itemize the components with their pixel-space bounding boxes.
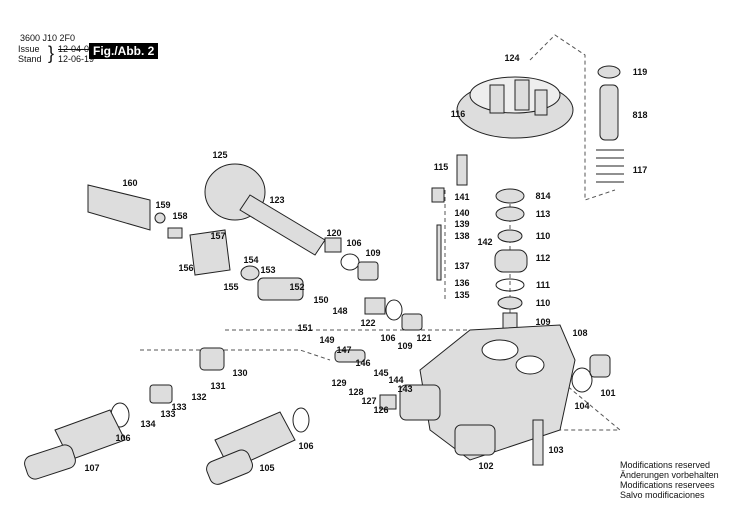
part-label: 818 xyxy=(632,110,647,120)
part-label: 128 xyxy=(348,387,363,397)
part-label: 154 xyxy=(243,255,258,265)
part-label: 127 xyxy=(361,396,376,406)
part-label: 155 xyxy=(223,282,238,292)
stand-date: 12-06-19 xyxy=(58,54,95,64)
part-label: 125 xyxy=(212,150,227,160)
part-label: 151 xyxy=(297,323,312,333)
note-line: Modifications reservees xyxy=(620,480,715,490)
part-label: 109 xyxy=(365,248,380,258)
part-label: 134 xyxy=(140,419,155,429)
part-label: 143 xyxy=(397,384,412,394)
part-label: 149 xyxy=(319,335,334,345)
modifications-notice: Modifications reserved Änderungen vorbeh… xyxy=(620,460,719,500)
part-label: 101 xyxy=(600,388,615,398)
part-label: 113 xyxy=(536,209,551,219)
drawing xyxy=(24,34,624,485)
part-label: 144 xyxy=(388,375,403,385)
part-label: 106 xyxy=(115,433,130,443)
part-label: 142 xyxy=(477,237,492,247)
part-label: 160 xyxy=(122,178,137,188)
part-label: 136 xyxy=(454,278,469,288)
part-label: 117 xyxy=(633,165,648,175)
part-label: 139 xyxy=(454,219,469,229)
part-label: 147 xyxy=(336,345,351,355)
part-label: 132 xyxy=(191,392,206,402)
brace: } xyxy=(48,43,55,63)
part-label: 133 xyxy=(160,409,175,419)
part-label: 140 xyxy=(454,208,469,218)
note-line: Salvo modificaciones xyxy=(620,490,705,500)
part-label: 138 xyxy=(454,231,469,241)
part-label: 141 xyxy=(454,192,469,202)
shaft xyxy=(239,194,326,256)
part-label: 159 xyxy=(155,200,170,210)
nozzle xyxy=(87,184,151,231)
figure-label: Fig./Abb. 2 xyxy=(89,43,159,59)
part-label: 146 xyxy=(355,358,370,368)
stand-label: Stand xyxy=(18,54,42,64)
part-label: 135 xyxy=(454,290,469,300)
part-label: 814 xyxy=(535,191,550,201)
part-label: 158 xyxy=(172,211,187,221)
issue-date: 12-04-05 xyxy=(58,44,95,54)
part-label: 130 xyxy=(232,368,247,378)
part-label: 106 xyxy=(346,238,361,248)
issue-label: Issue xyxy=(18,44,40,54)
part-label: 119 xyxy=(633,67,648,77)
part-label: 145 xyxy=(373,368,388,378)
part-label: 109 xyxy=(535,317,550,327)
part-label: 116 xyxy=(451,109,466,119)
part-label: 104 xyxy=(574,401,589,411)
part-label: 121 xyxy=(416,333,431,343)
part-label: 111 xyxy=(536,280,550,290)
part-label: 109 xyxy=(397,341,412,351)
part-label: 156 xyxy=(178,263,193,273)
bolt xyxy=(456,154,468,186)
part-label: 105 xyxy=(259,463,274,473)
part-label: 153 xyxy=(260,265,275,275)
part-label: 131 xyxy=(210,381,225,391)
part-label: 137 xyxy=(454,261,469,271)
part-label: 157 xyxy=(210,231,225,241)
document-code: 3600 J10 2F0 xyxy=(20,33,76,43)
part-label: 129 xyxy=(331,378,346,388)
part-label: 123 xyxy=(269,195,284,205)
part-label: 106 xyxy=(380,333,395,343)
part-label: 133 xyxy=(171,402,186,412)
part-label: 102 xyxy=(478,461,493,471)
part-label: 112 xyxy=(536,253,551,263)
part-label: 106 xyxy=(298,441,313,451)
part-label: 107 xyxy=(84,463,99,473)
part-label: 148 xyxy=(332,306,347,316)
part-label: 103 xyxy=(548,445,563,455)
part-label: 115 xyxy=(434,162,449,172)
part-label: 122 xyxy=(360,318,375,328)
part-label: 120 xyxy=(326,228,341,238)
part-label: 108 xyxy=(572,328,587,338)
part-label: 110 xyxy=(536,298,551,308)
part-label: 110 xyxy=(536,231,551,241)
part-label: 150 xyxy=(313,295,328,305)
part-label: 124 xyxy=(504,53,519,63)
note-line: Modifications reserved xyxy=(620,460,711,470)
note-line: Änderungen vorbehalten xyxy=(620,470,719,480)
part-label: 152 xyxy=(289,282,304,292)
part-label: 126 xyxy=(373,405,388,415)
